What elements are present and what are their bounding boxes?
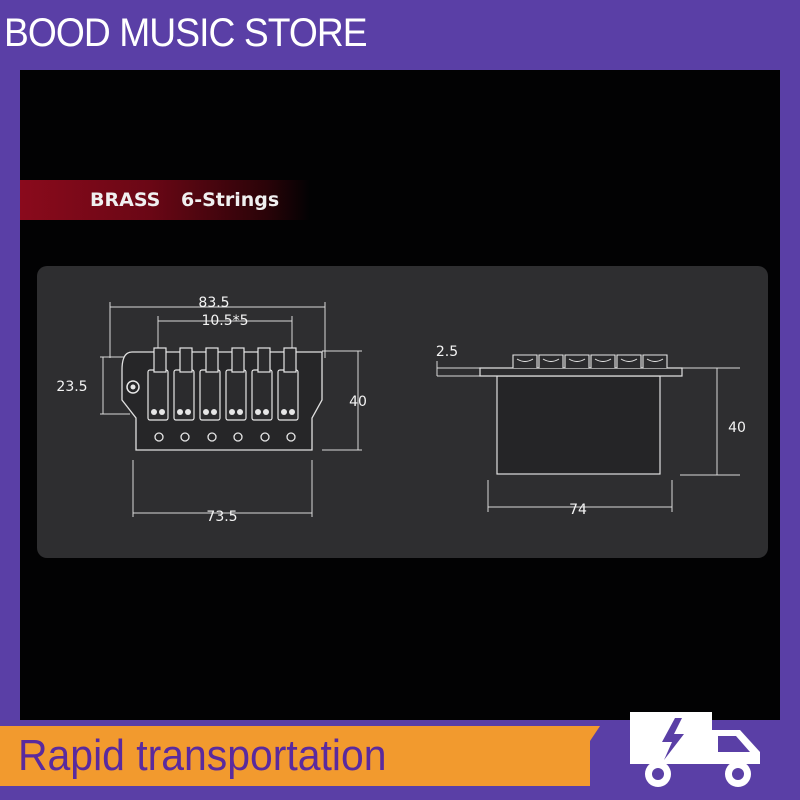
strings-label: 6-Strings [181,189,280,211]
bottom-border [0,786,800,800]
saddle-spacing-label: 10.5*5 [201,313,248,329]
store-name: BOOD MUSIC STORE [4,11,368,55]
overall-width-label: 83.5 [198,295,229,311]
plate-thickness-label: 2.5 [436,344,458,360]
left-height-label: 23.5 [56,379,87,395]
tagline-banner [0,726,590,786]
lightning-bolt-icon [662,718,684,760]
bridge-side-view [479,354,683,475]
spec-banner [20,180,310,220]
side-width-label: 74 [569,502,587,518]
bridge-front-view [121,347,323,451]
material-label: BRASS [90,189,161,211]
side-height-label: 40 [728,420,746,436]
right-height-label: 40 [349,394,367,410]
tagline-banner-slant [560,726,600,786]
tagline-text: Rapid transportation [18,731,387,780]
store-header-tab [0,0,378,70]
base-width-label: 73.5 [206,509,237,525]
